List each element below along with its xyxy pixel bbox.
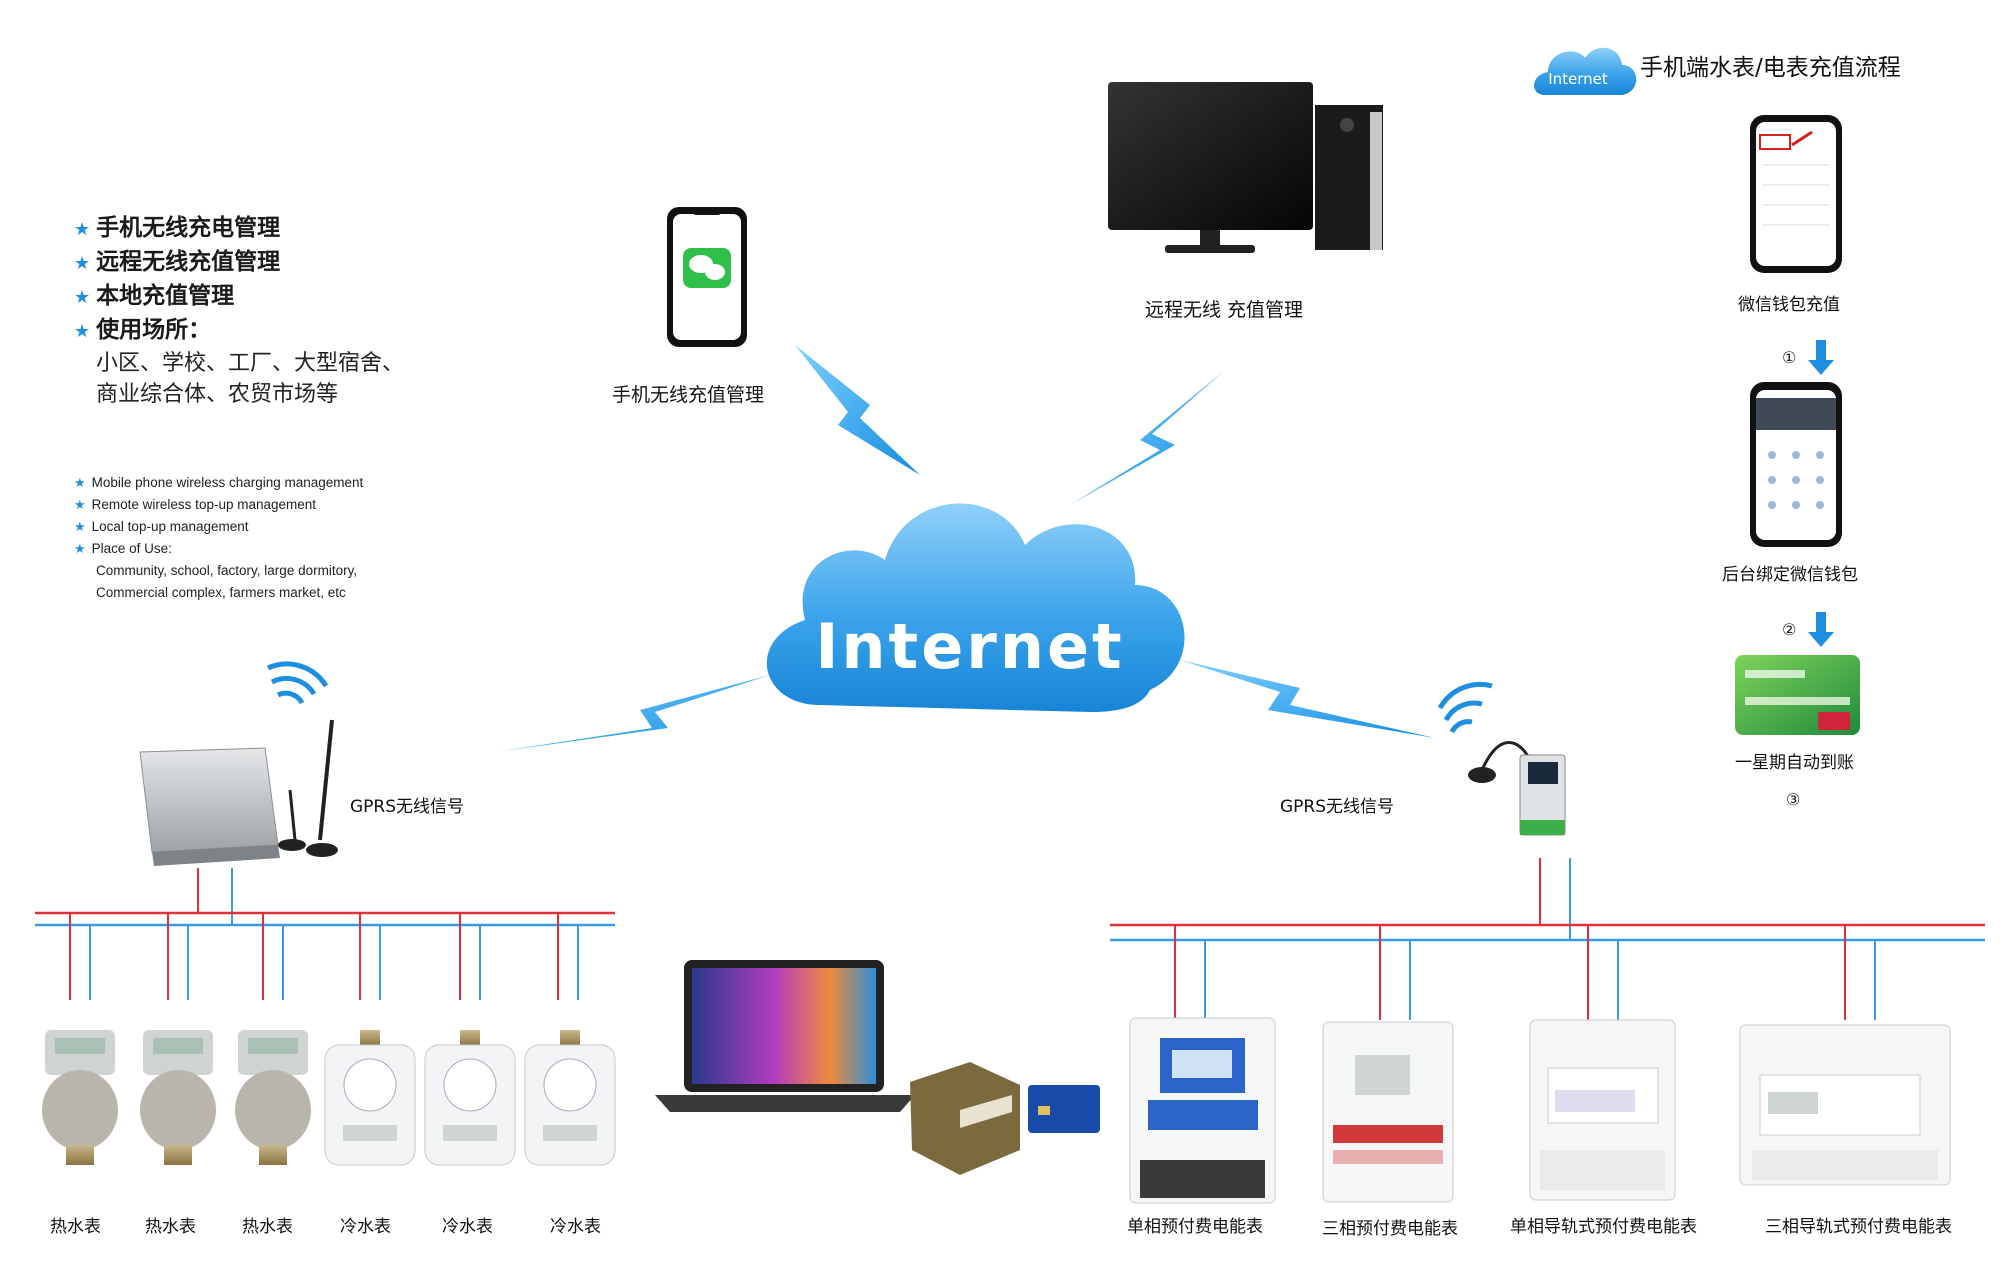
electric-meter-label: 三相预付费电能表 (1322, 1219, 1458, 1239)
single-phase-din-rail-meter (1529, 1019, 1676, 1201)
flow-step-marker: ① (1782, 348, 1797, 367)
water-meter-label: 冷水表 (442, 1217, 493, 1237)
feature-item: ★手机无线充电管理 (74, 215, 281, 241)
wifi-signal-icon (1437, 681, 1493, 734)
hot-water-meter (235, 1030, 311, 1165)
star-icon: ★ (74, 219, 91, 240)
hot-water-meter (140, 1030, 216, 1165)
flow-bank-card (1735, 655, 1860, 735)
gprs-module-right (1437, 681, 1566, 836)
three-phase-din-rail-meter (1739, 1024, 1951, 1186)
flow-step-marker: ② (1782, 620, 1797, 639)
water-meter-label: 热水表 (242, 1217, 293, 1237)
gprs-label-left: GPRS无线信号 (350, 797, 465, 817)
bus-lines-left (35, 868, 615, 1000)
star-icon: ★ (74, 253, 91, 274)
feature-item-en: ★Local top-up management (74, 519, 249, 534)
cold-water-meter (424, 1030, 516, 1166)
feature-item-en: ★Place of Use: (74, 541, 172, 556)
three-phase-prepaid-meter (1322, 1021, 1454, 1203)
phone-label: 手机无线充值管理 (612, 384, 765, 406)
flow-step1-label: 微信钱包充值 (1738, 295, 1840, 315)
flow-phone-wallet (1750, 115, 1842, 273)
flow-step3-label: 一星期自动到账 (1735, 753, 1854, 773)
star-icon: ★ (74, 519, 86, 534)
star-icon: ★ (74, 541, 86, 556)
single-phase-prepaid-meter (1129, 1017, 1276, 1204)
cold-water-meter (324, 1030, 416, 1166)
desktop-computer (1108, 82, 1383, 253)
star-icon: ★ (74, 321, 91, 342)
pc-label: 远程无线 充值管理 (1145, 299, 1304, 321)
bus-lines-right (1110, 858, 1985, 1020)
flow-cloud: Internet (1534, 47, 1637, 95)
star-icon: ★ (74, 287, 91, 308)
gprs-concentrator-left (139, 661, 338, 866)
ic-card (1028, 1085, 1100, 1133)
feature-item: ★使用场所： (74, 317, 212, 343)
feature-item: ★远程无线充值管理 (74, 249, 281, 275)
flow-step2-label: 后台绑定微信钱包 (1722, 565, 1858, 585)
flow-cloud-label: Internet (1548, 70, 1608, 88)
electric-meter-label: 三相导轨式预付费电能表 (1765, 1217, 1952, 1237)
places-line: 商业综合体、农贸市场等 (96, 382, 339, 407)
flow-arrow-icon (1808, 340, 1834, 375)
hot-water-meter (42, 1030, 118, 1165)
water-meter-label: 热水表 (145, 1217, 196, 1237)
lightning-bolt-icon (795, 345, 920, 475)
smartphone-device (667, 207, 747, 347)
water-meter-label: 冷水表 (340, 1217, 391, 1237)
card-reader (910, 1062, 1020, 1175)
laptop-computer (655, 960, 915, 1112)
electric-meter-label: 单相预付费电能表 (1127, 1217, 1263, 1237)
places-line-en: Commercial complex, farmers market, etc (96, 585, 346, 600)
feature-item-en: ★Mobile phone wireless charging manageme… (74, 475, 364, 490)
places-line: 小区、学校、工厂、大型宿舍、 (96, 351, 405, 376)
flow-step-marker: ③ (1786, 790, 1801, 809)
cold-water-meter (524, 1030, 616, 1166)
internet-cloud: Internet (766, 503, 1185, 712)
lightning-bolt-icon (1180, 660, 1435, 738)
electric-meter-label: 单相导轨式预付费电能表 (1510, 1217, 1697, 1237)
water-meter-label: 热水表 (50, 1217, 101, 1237)
gprs-label-right: GPRS无线信号 (1280, 797, 1395, 817)
places-line-en: Community, school, factory, large dormit… (96, 563, 358, 578)
internet-cloud-label: Internet (815, 610, 1124, 683)
flow-phone-bind (1750, 382, 1842, 547)
lightning-bolt-icon (1070, 370, 1225, 505)
flow-title: 手机端水表/电表充值流程 (1640, 55, 1901, 81)
water-meter-label: 冷水表 (550, 1217, 601, 1237)
lightning-bolt-icon (495, 675, 770, 752)
wifi-signal-icon (266, 661, 329, 705)
star-icon: ★ (74, 497, 86, 512)
feature-item-en: ★Remote wireless top-up management (74, 497, 317, 512)
flow-arrow-icon (1808, 612, 1834, 647)
star-icon: ★ (74, 475, 86, 490)
feature-item: ★本地充值管理 (74, 283, 235, 309)
